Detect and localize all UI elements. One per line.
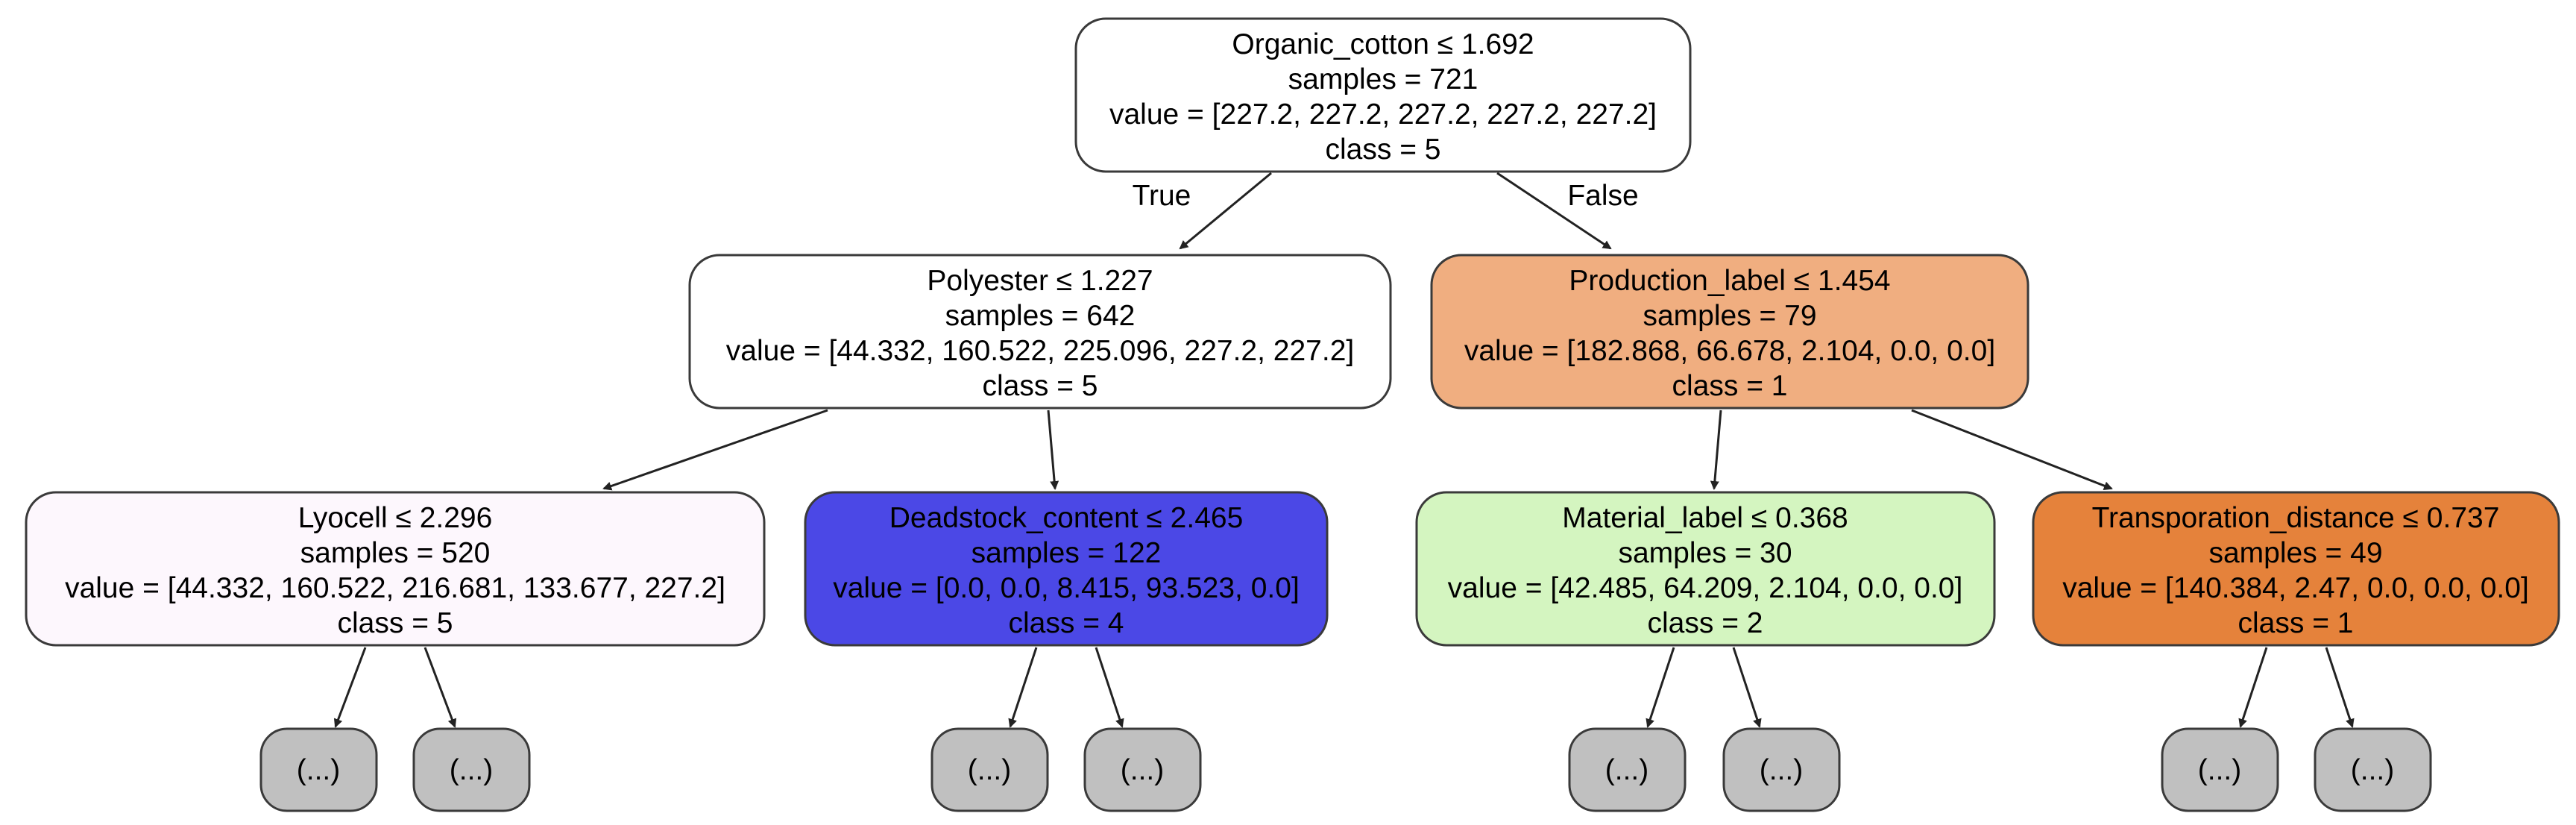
leaf-box — [2314, 727, 2432, 812]
edge-label-false: False — [1567, 180, 1638, 212]
node-lyocell-line-3: value = [44.332, 160.522, 216.681, 133.6… — [65, 572, 725, 604]
node-deadstock: Deadstock_content ≤ 2.465 samples = 122 … — [804, 491, 1329, 647]
leaf-box — [412, 727, 531, 812]
node-lyocell-box — [25, 491, 766, 647]
edge-material-leaf-2 — [1732, 647, 1762, 728]
node-deadstock-box — [804, 491, 1329, 647]
node-root-line-3: value = [227.2, 227.2, 227.2, 227.2, 227… — [1109, 98, 1657, 131]
edge-root-polyester — [1179, 172, 1272, 250]
leaf-box — [1083, 727, 1202, 812]
node-root-line-1: Organic_cotton ≤ 1.692 — [1232, 28, 1534, 60]
node-lyocell-line-2: samples = 520 — [300, 537, 491, 569]
edge-deadstock-leaf-2 — [1095, 647, 1124, 728]
leaf-box — [930, 727, 1049, 812]
node-transport-line-1: Transporation_distance ≤ 0.737 — [2092, 502, 2500, 534]
node-material-line-3: value = [42.485, 64.209, 2.104, 0.0, 0.0… — [1448, 572, 1963, 604]
leaf-label: (...) — [1760, 754, 1803, 786]
leaf-label: (...) — [450, 754, 493, 786]
leaf-box — [1568, 727, 1687, 812]
edge-material-leaf-1 — [1646, 647, 1675, 728]
node-transporation-distance: Transporation_distance ≤ 0.737 samples =… — [2032, 491, 2560, 647]
node-lyocell-line-1: Lyocell ≤ 2.296 — [298, 502, 493, 534]
node-lyocell-line-4: class = 5 — [338, 607, 453, 639]
edge-label-true: True — [1133, 180, 1191, 212]
node-production-label: Production_label ≤ 1.454 samples = 79 va… — [1430, 254, 2029, 410]
edge-lyocell-leaf-1 — [333, 647, 367, 728]
node-transport-box — [2032, 491, 2560, 647]
leaf-node: (...) — [930, 727, 1049, 812]
leaf-node: (...) — [1568, 727, 1687, 812]
leaf-node: (...) — [1083, 727, 1202, 812]
node-production-line-2: samples = 79 — [1643, 300, 1816, 332]
leaf-label: (...) — [968, 754, 1011, 786]
node-polyester-line-2: samples = 642 — [945, 300, 1136, 332]
node-deadstock-line-4: class = 4 — [1009, 607, 1124, 639]
node-transport-line-2: samples = 49 — [2208, 537, 2382, 569]
edge-production-transport — [1911, 409, 2113, 490]
node-deadstock-line-1: Deadstock_content ≤ 2.465 — [889, 502, 1244, 534]
leaf-node: (...) — [2314, 727, 2432, 812]
node-polyester: Polyester ≤ 1.227 samples = 642 value = … — [688, 254, 1392, 410]
node-lyocell: Lyocell ≤ 2.296 samples = 520 value = [4… — [25, 491, 766, 647]
node-material-line-2: samples = 30 — [1618, 537, 1792, 569]
node-material-box — [1415, 491, 1996, 647]
leaf-node: (...) — [1722, 727, 1841, 812]
leaf-node: (...) — [259, 727, 378, 812]
edge-root-production — [1496, 172, 1612, 250]
node-production-line-4: class = 1 — [1672, 370, 1788, 402]
node-production-line-1: Production_label ≤ 1.454 — [1569, 265, 1890, 297]
leaf-label: (...) — [1605, 754, 1648, 786]
node-polyester-line-3: value = [44.332, 160.522, 225.096, 227.2… — [726, 335, 1354, 367]
edge-production-material — [1710, 410, 1722, 490]
node-material-label: Material_label ≤ 0.368 samples = 30 valu… — [1415, 491, 1996, 647]
leaf-label: (...) — [297, 754, 340, 786]
node-polyester-line-4: class = 5 — [983, 370, 1098, 402]
node-deadstock-line-2: samples = 122 — [971, 537, 1162, 569]
node-root-line-4: class = 5 — [1326, 134, 1441, 166]
node-production-line-3: value = [182.868, 66.678, 2.104, 0.0, 0.… — [1464, 335, 1995, 367]
node-deadstock-line-3: value = [0.0, 0.0, 8.415, 93.523, 0.0] — [833, 572, 1300, 604]
node-transport-line-3: value = [140.384, 2.47, 0.0, 0.0, 0.0] — [2062, 572, 2529, 604]
node-root-box — [1074, 17, 1692, 173]
leaf-box — [1722, 727, 1841, 812]
leaf-node: (...) — [412, 727, 531, 812]
leaf-node: (...) — [2161, 727, 2279, 812]
node-root: Organic_cotton ≤ 1.692 samples = 721 val… — [1074, 17, 1692, 173]
node-production-box — [1430, 254, 2029, 410]
node-material-line-1: Material_label ≤ 0.368 — [1562, 502, 1848, 534]
edge-polyester-deadstock — [1047, 410, 1059, 490]
edge-polyester-lyocell — [602, 409, 828, 491]
leaf-label: (...) — [1121, 754, 1164, 786]
edge-transport-leaf-2 — [2325, 647, 2355, 728]
leaf-box — [259, 727, 378, 812]
node-transport-line-4: class = 1 — [2238, 607, 2354, 639]
leaf-box — [2161, 727, 2279, 812]
leaf-label: (...) — [2198, 754, 2241, 786]
leaf-label: (...) — [2351, 754, 2394, 786]
edge-transport-leaf-1 — [2238, 647, 2268, 728]
node-polyester-line-1: Polyester ≤ 1.227 — [927, 265, 1153, 297]
edge-lyocell-leaf-2 — [423, 647, 457, 728]
node-polyester-box — [688, 254, 1392, 410]
node-root-line-2: samples = 721 — [1288, 63, 1478, 95]
edge-deadstock-leaf-1 — [1008, 647, 1038, 728]
node-material-line-4: class = 2 — [1648, 607, 1763, 639]
